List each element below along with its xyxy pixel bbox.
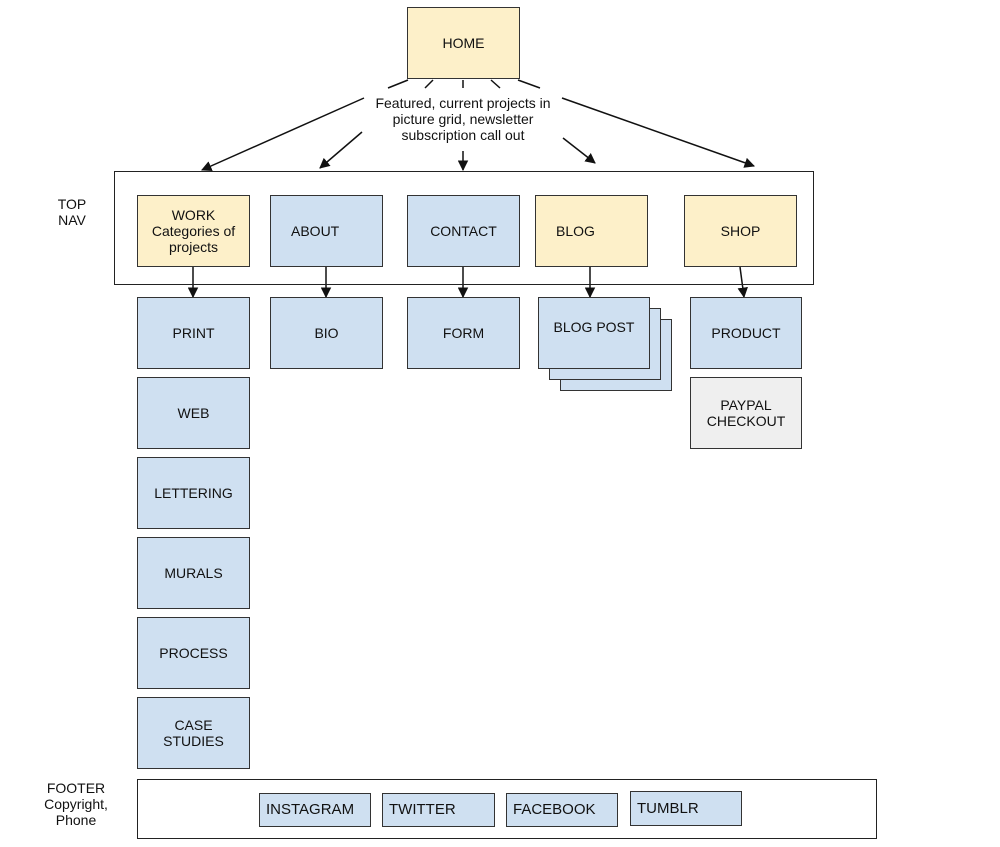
home-tick [490, 79, 501, 89]
home-tick [517, 79, 541, 89]
work-child-web: WEB [137, 377, 250, 449]
blog-child-post: BLOG POST [538, 297, 650, 369]
arrow-home-to-work [201, 97, 365, 171]
shop-child-product: PRODUCT [690, 297, 802, 369]
footer-label: FOOTER Copyright, Phone [44, 780, 108, 828]
work-child-case-studies: CASE STUDIES [137, 697, 250, 769]
work-child-lettering: LETTERING [137, 457, 250, 529]
contact-child-form: FORM [407, 297, 520, 369]
home-tick [424, 79, 434, 89]
top-nav-frame [114, 171, 814, 285]
arrow-home-to-about [319, 131, 363, 169]
about-child-bio: BIO [270, 297, 383, 369]
nav-node-contact: CONTACT [407, 195, 520, 267]
top-nav-label: TOP NAV [57, 196, 87, 228]
work-child-murals: MURALS [137, 537, 250, 609]
home-tick [387, 79, 409, 89]
work-child-process: PROCESS [137, 617, 250, 689]
arrow-shop-to-product [737, 266, 748, 299]
footer-frame [137, 779, 877, 839]
arrow-home-to-shop [561, 97, 755, 168]
nav-node-work: WORK Categories of projects [137, 195, 250, 267]
work-child-print: PRINT [137, 297, 250, 369]
footer-link-facebook: FACEBOOK [506, 793, 618, 827]
nav-node-about: ABOUT [270, 195, 383, 267]
footer-link-instagram: INSTAGRAM [259, 793, 371, 827]
footer-link-twitter: TWITTER [382, 793, 495, 827]
nav-node-blog: BLOG [535, 195, 648, 267]
arrow-home-to-blog [562, 137, 596, 164]
shop-child-paypal-checkout: PAYPAL CHECKOUT [690, 377, 802, 449]
home-node: HOME [407, 7, 520, 79]
footer-link-tumblr: TUMBLR [630, 791, 742, 826]
home-description: Featured, current projects in picture gr… [375, 95, 551, 143]
nav-node-shop: SHOP [684, 195, 797, 267]
